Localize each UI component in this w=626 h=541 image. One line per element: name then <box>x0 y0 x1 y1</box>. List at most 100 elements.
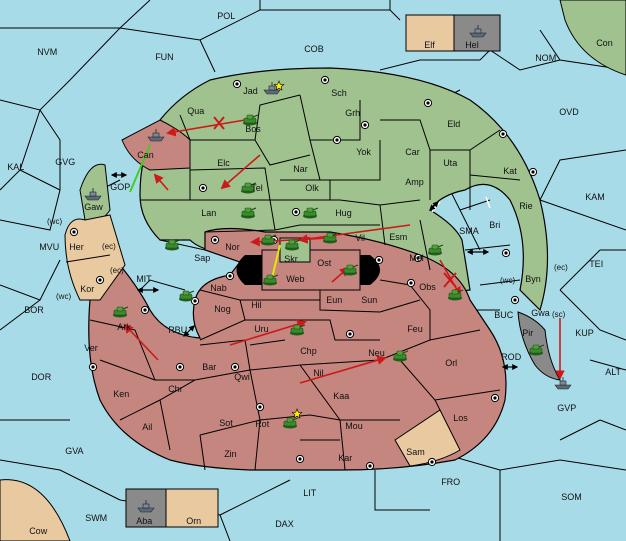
supply-centers <box>69 39 538 527</box>
order-arrows <box>123 119 565 384</box>
region-label-elc: Elc <box>217 158 230 168</box>
region-label-nom: NOM <box>535 53 556 63</box>
target-dot-icon <box>345 329 355 339</box>
target-dot-icon <box>423 98 433 108</box>
ship-icon[interactable] <box>84 188 102 201</box>
tank-icon[interactable] <box>290 324 306 336</box>
target-dot-icon <box>255 402 265 412</box>
region-label-sch: Sch <box>331 88 347 98</box>
failed-marks <box>213 116 457 288</box>
target-dot-icon <box>95 275 105 285</box>
region-label-pir: Pir <box>522 328 533 338</box>
border-her-kor <box>65 254 111 263</box>
region-label-can: Can <box>137 150 154 160</box>
region-label-skr: Skr <box>284 254 298 264</box>
tank-icon[interactable] <box>323 232 339 244</box>
tank-icon[interactable] <box>393 350 409 362</box>
region-label-gva: GVA <box>65 446 83 456</box>
region-label-alt: ALT <box>605 367 621 377</box>
region-label-orn: Orn <box>186 516 201 526</box>
region-label-qwi: Qwi <box>234 372 250 382</box>
region-label-qua: Qua <box>187 106 204 116</box>
region-label-her: Her <box>69 242 84 252</box>
region-label-nar: Nar <box>293 164 308 174</box>
tank-icon[interactable] <box>529 344 545 356</box>
target-dot-icon <box>225 271 235 281</box>
region-label-rot: Rot <box>255 419 270 429</box>
ship-icon[interactable] <box>263 82 281 95</box>
region-label-feu: Feu <box>407 324 423 334</box>
tank-icon[interactable] <box>448 289 464 301</box>
region-label-gvp: GVP <box>557 403 576 413</box>
region-label-rbu: RBU <box>168 325 187 335</box>
region-label-rie: Rie <box>519 201 533 211</box>
region-label-dax: DAX <box>275 519 294 529</box>
ship-icon[interactable] <box>137 500 155 513</box>
tank-icon[interactable] <box>241 182 257 194</box>
order-vil-nor <box>298 224 411 244</box>
target-dot-icon <box>413 253 423 263</box>
region-label-chr: Chr <box>168 384 183 394</box>
target-dot-icon <box>190 296 200 306</box>
tank-icon[interactable] <box>243 114 259 126</box>
region-label-vil: Vil <box>355 233 365 243</box>
target-dot-icon <box>406 278 416 288</box>
region-label-orl: Orl <box>445 358 457 368</box>
tank-icon[interactable] <box>283 417 299 429</box>
region-label-ail: Ail <box>142 422 152 432</box>
region-label-pol: POL <box>217 11 235 21</box>
region-label-esm: Esm <box>389 232 407 242</box>
target-dot-icon <box>360 120 370 130</box>
region-label-sap: Sap <box>194 253 210 263</box>
convoy-gaw-can <box>129 144 151 193</box>
region-label-kar: Kar <box>338 453 352 463</box>
order-bos-can <box>166 119 246 137</box>
region-label-nor: Nor <box>225 242 240 252</box>
tank-icon[interactable] <box>343 264 359 276</box>
tank-icon[interactable] <box>241 207 257 219</box>
region-sam[interactable] <box>394 409 461 467</box>
region-label-mel: Mel <box>409 253 424 263</box>
coast-annotation: (wc) <box>47 217 62 226</box>
region-label-hil: Hil <box>251 300 262 310</box>
region-label-buc: BUC <box>494 310 514 320</box>
ship-icon[interactable] <box>469 25 487 38</box>
tank-icon[interactable] <box>303 207 319 219</box>
region-label-jad: Jad <box>243 86 258 96</box>
star-icon <box>291 408 303 419</box>
tank-icon[interactable] <box>179 290 195 302</box>
tank-icon[interactable] <box>113 306 129 318</box>
region-label-gvg: GVG <box>55 157 75 167</box>
tank-icon[interactable] <box>261 234 277 246</box>
tank-icon[interactable] <box>428 244 444 256</box>
target-dot-icon <box>498 129 508 139</box>
region-label-sun: Sun <box>361 295 377 305</box>
region-label-con: Con <box>596 38 613 48</box>
target-dot-icon <box>510 295 520 305</box>
tank-icon[interactable] <box>165 239 181 251</box>
region-label-elf: Elf <box>424 40 435 50</box>
tank-icon[interactable] <box>263 274 279 286</box>
region-label-gaw: Gaw <box>84 202 103 212</box>
region-label-aba: Aba <box>136 516 152 526</box>
x-mark-icon <box>213 116 225 130</box>
tank-icon[interactable] <box>285 239 301 251</box>
ship-icon[interactable] <box>554 377 572 390</box>
region-label-kup: KUP <box>575 328 594 338</box>
region-label-mou: Mou <box>345 421 363 431</box>
target-dot-icon <box>291 207 301 217</box>
region-label-eld: Eld <box>447 119 460 129</box>
ship-icon[interactable] <box>147 129 165 142</box>
target-dot-icon <box>490 393 500 403</box>
region-label-obs: Obs <box>419 282 436 292</box>
target-dot-icon <box>69 227 79 237</box>
coast-annotation: (wc) <box>500 276 515 285</box>
region-label-som: SOM <box>561 492 582 502</box>
region-label-nil: Nil <box>313 368 324 378</box>
x-mark-icon <box>443 272 457 288</box>
region-label-chp: Chp <box>300 346 317 356</box>
order-nil-neu <box>299 355 387 384</box>
region-label-car: Car <box>405 147 420 157</box>
